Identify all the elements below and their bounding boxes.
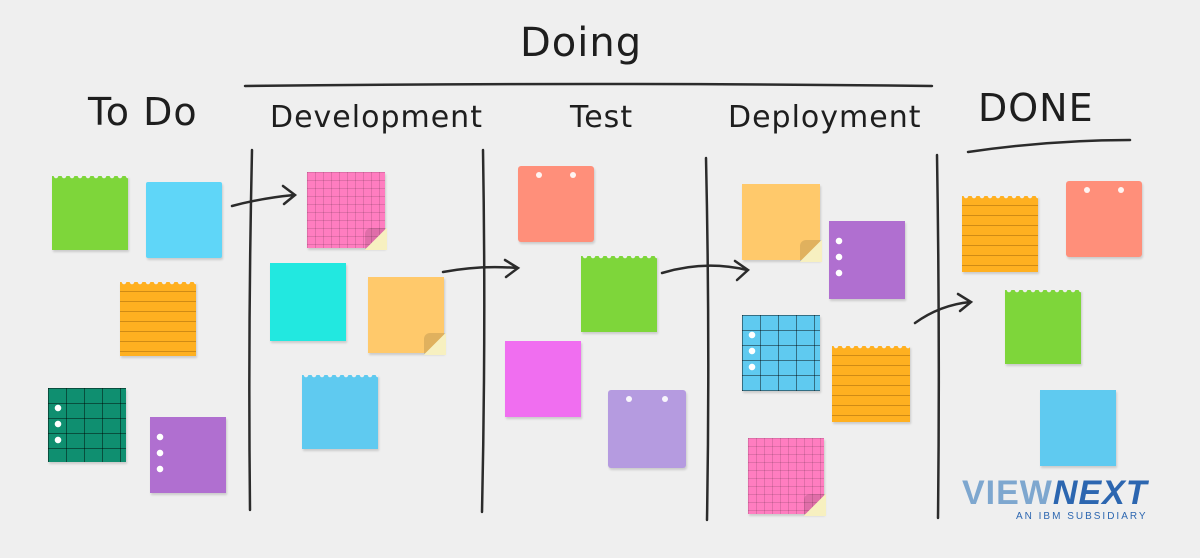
arrow-deploy-to-done [913,292,974,325]
done-underline [966,138,1132,154]
sticky-note-orange-lined[interactable] [120,278,196,356]
logo-view-text: VIEW [962,474,1053,512]
sticky-note-pink-grid[interactable] [307,172,387,250]
logo-next-text: NEXT [1052,474,1148,512]
sticky-note-lightblue-done[interactable] [1040,390,1116,466]
logo-tagline: AN IBM SUBSIDIARY [1015,511,1148,522]
sticky-note-salmon-done[interactable] [1066,181,1142,257]
column-header-todo: To Do [88,90,198,134]
sticky-note-lightblue[interactable] [302,371,378,449]
sticky-note-green[interactable] [52,172,128,250]
doing-underline [243,82,934,88]
board-title-doing: Doing [520,20,643,66]
viewnext-logo: VIEWNEXT AN IBM SUBSIDIARY [962,474,1148,522]
arrow-todo-to-dev [230,184,298,208]
sticky-note-magenta[interactable] [505,341,581,417]
sticky-note-orange-deploy[interactable] [832,342,910,422]
column-divider-1 [248,148,254,512]
sticky-note-blue-table[interactable] [742,315,820,391]
sticky-note-lavender[interactable] [608,390,686,468]
sticky-note-teal-table[interactable] [48,388,126,462]
sticky-note-sky[interactable] [146,182,222,258]
column-divider-3 [704,156,710,522]
sticky-note-pink-deploy[interactable] [748,438,826,516]
sticky-note-green-done[interactable] [1005,286,1081,364]
column-header-test: Test [570,100,634,135]
column-header-deployment: Deployment [728,100,922,135]
sticky-note-cyan[interactable] [270,263,346,341]
column-divider-4 [935,153,941,520]
sticky-note-peach-deploy[interactable] [742,184,822,262]
arrow-test-to-deploy [660,259,751,282]
arrow-dev-to-test [441,258,521,279]
column-header-development: Development [270,100,483,135]
sticky-note-orange-done[interactable] [962,192,1038,272]
sticky-note-purple-deploy[interactable] [829,221,905,299]
sticky-note-green-test[interactable] [581,252,657,332]
sticky-note-purple[interactable] [150,417,226,493]
column-header-done: DONE [978,86,1094,130]
sticky-note-peach[interactable] [368,277,446,355]
column-divider-2 [480,148,486,514]
sticky-note-salmon[interactable] [518,166,594,242]
logo-wordmark: VIEWNEXT [962,474,1148,513]
